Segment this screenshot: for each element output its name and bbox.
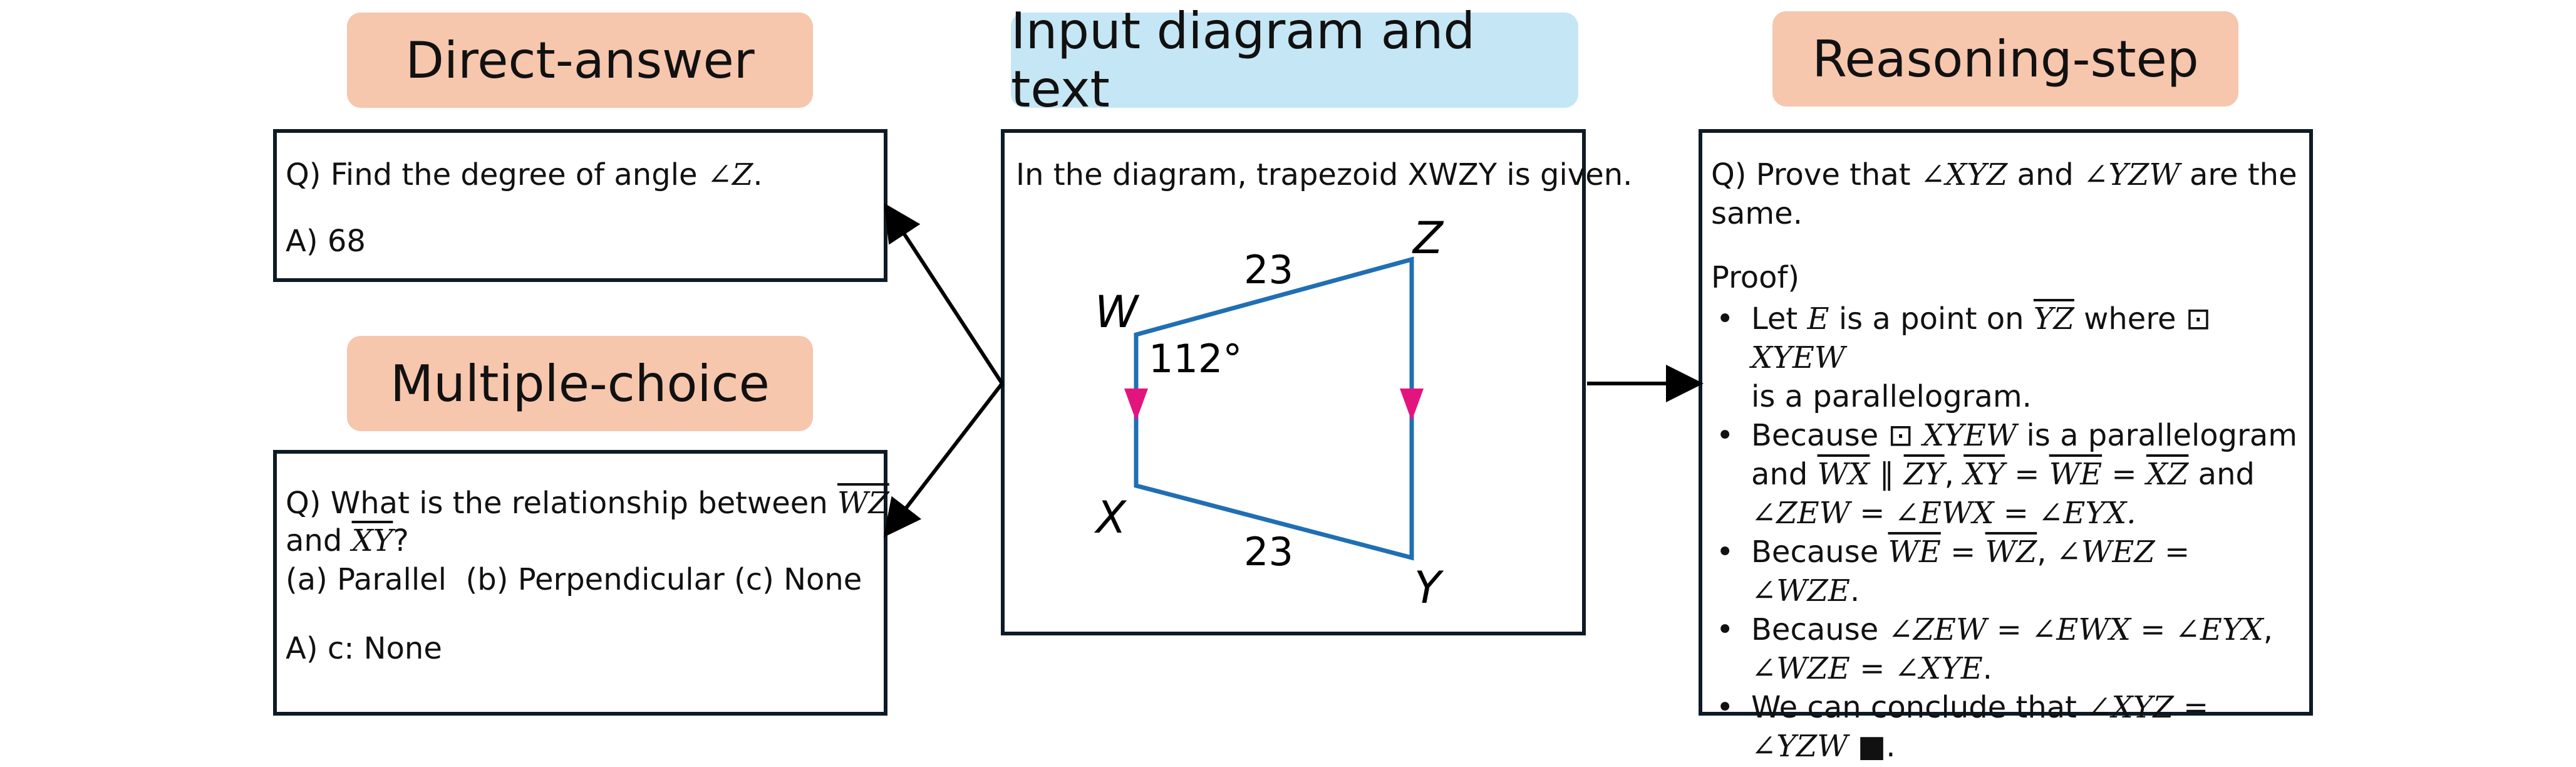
direct-question: Q) Find the degree of angle ∠Z. bbox=[286, 157, 763, 192]
direct-answer-title: Direct-answer bbox=[405, 31, 755, 90]
multiple-choice-header: Multiple-choice bbox=[347, 336, 813, 431]
reasoning-question-line2: same. bbox=[1711, 196, 1803, 231]
reasoning-header: Reasoning-step bbox=[1772, 11, 2238, 107]
proof-step: • Let E is a point on YZ where ⊡ XYEW is… bbox=[1716, 301, 2211, 414]
vertex-label-z: Z bbox=[1412, 212, 1444, 264]
bottom-side-length: 23 bbox=[1244, 529, 1293, 575]
reasoning-question-line1: Q) Prove that ∠XYZ and ∠YZW are the bbox=[1711, 157, 2297, 192]
proof-steps: • Let E is a point on YZ where ⊡ XYEW is… bbox=[1711, 300, 2300, 766]
multiple-choice-box: Q) What is the relationship between WZ a… bbox=[273, 450, 889, 716]
input-diagram-box: In the diagram, trapezoid XWZY is given. bbox=[1001, 129, 1632, 635]
angle-w-label: 112° bbox=[1149, 336, 1242, 382]
vertex-label-w: W bbox=[1095, 286, 1140, 338]
input-description: In the diagram, trapezoid XWZY is given. bbox=[1016, 157, 1633, 192]
mc-question-line1: Q) What is the relationship between WZ bbox=[286, 486, 889, 521]
vertex-label-y: Y bbox=[1414, 562, 1444, 613]
segment-xy: XY bbox=[351, 523, 393, 558]
proof-step: • Because ∠ZEW = ∠EWX = ∠EYX, ∠WZE = ∠XY… bbox=[1716, 612, 2273, 686]
proof-title: Proof) bbox=[1711, 260, 1800, 295]
top-side-length: 23 bbox=[1244, 247, 1293, 293]
mc-options: (a) Parallel (b) Perpendicular (c) None bbox=[286, 562, 862, 597]
vertex-label-x: X bbox=[1094, 492, 1127, 543]
angle-z: ∠Z bbox=[706, 157, 753, 192]
proof-step: • Because ⊡ XYEW is a parallelogram and … bbox=[1716, 418, 2298, 531]
input-header: Input diagram and text bbox=[1011, 2, 1578, 118]
arrow-to-direct-answer bbox=[884, 202, 1004, 385]
proof-step: • We can conclude that ∠XYZ = ∠YZW ■. bbox=[1716, 690, 2209, 764]
reasoning-title: Reasoning-step bbox=[1812, 29, 2199, 88]
parallel-mark-right bbox=[1400, 389, 1424, 421]
arrow-to-multiple-choice bbox=[883, 382, 1004, 538]
segment-wz: WZ bbox=[837, 486, 889, 521]
mc-question-line2: and XY? bbox=[286, 523, 409, 558]
proof-step: • Because WE = WZ, ∠WEZ = ∠WZE. bbox=[1716, 535, 2190, 608]
input-title: Input diagram and text bbox=[1011, 2, 1476, 118]
direct-answer-header: Direct-answer bbox=[347, 13, 813, 108]
multiple-choice-title: Multiple-choice bbox=[390, 354, 770, 413]
reasoning-box: Q) Prove that ∠XYZ and ∠YZW are the same… bbox=[1699, 129, 2313, 764]
mc-answer: A) c: None bbox=[286, 631, 442, 666]
trapezoid-shape bbox=[1134, 256, 1414, 561]
direct-answer: A) 68 bbox=[286, 224, 366, 259]
parallel-mark-left bbox=[1124, 389, 1148, 421]
